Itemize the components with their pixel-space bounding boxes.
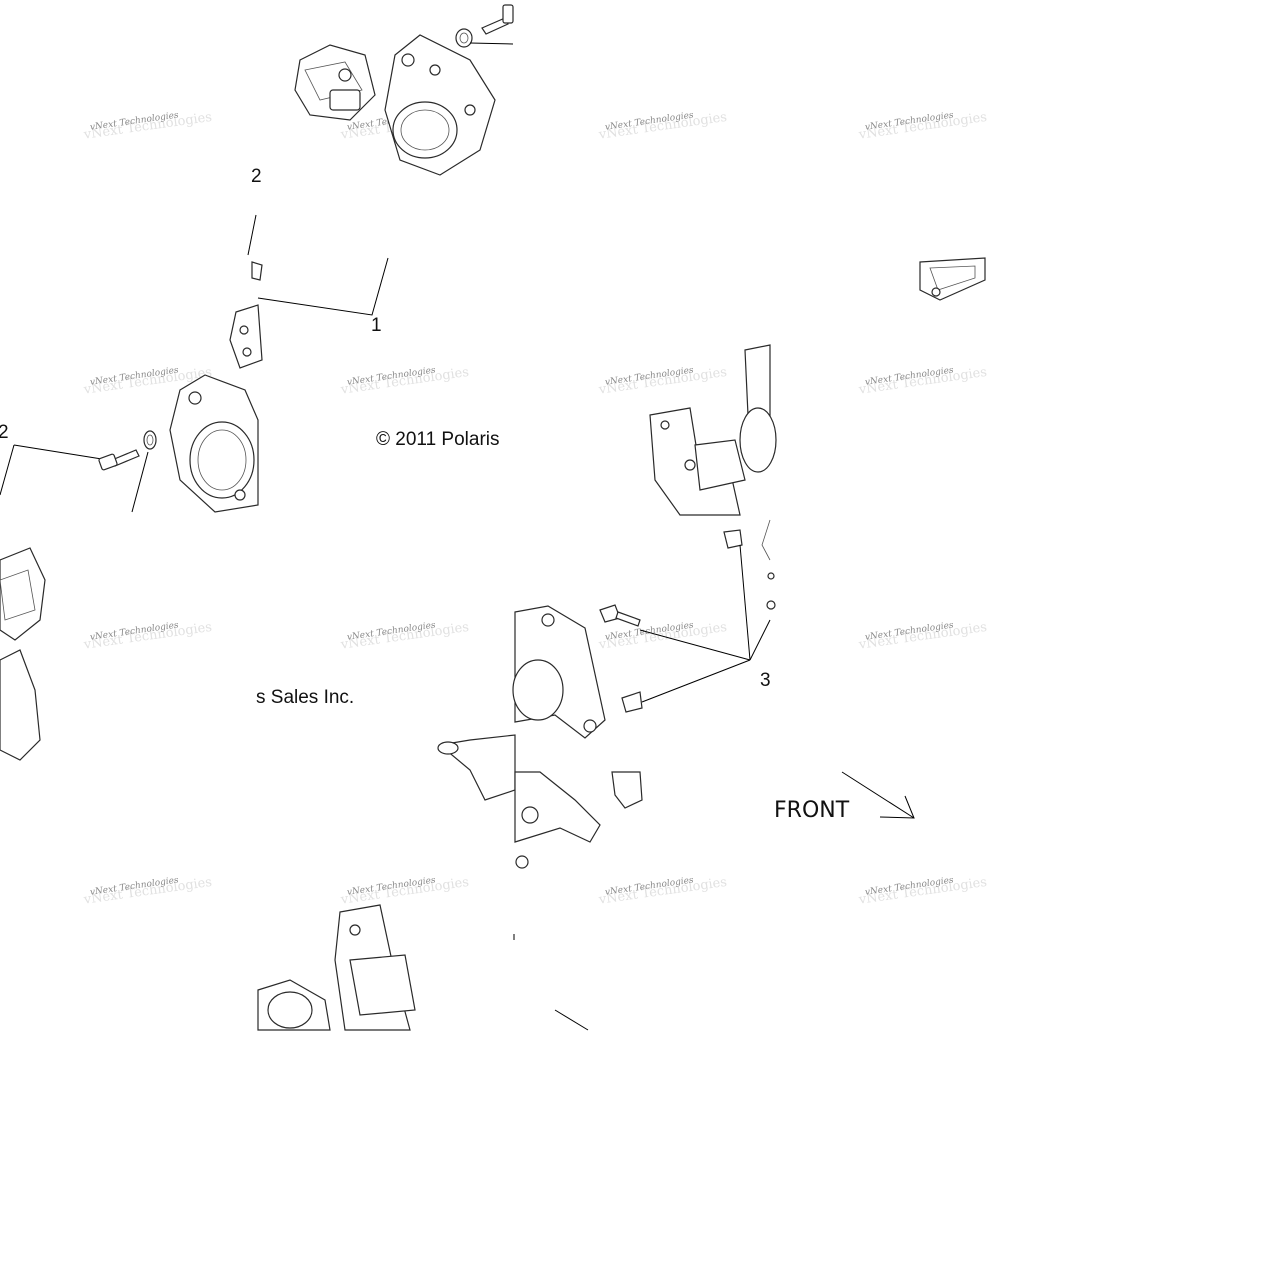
bolt-left bbox=[98, 430, 157, 471]
brake-caliper-top bbox=[294, 44, 376, 121]
knuckle-lower bbox=[514, 771, 643, 869]
callout-2-top: 2 bbox=[251, 166, 262, 187]
copyright-part1: © 2011 Polaris bbox=[376, 429, 500, 450]
knuckle-top bbox=[384, 34, 496, 176]
knuckle-right bbox=[512, 605, 606, 739]
callout-1: 1 bbox=[371, 315, 382, 336]
caliper-mount-right bbox=[649, 344, 777, 516]
rotor-edge bbox=[761, 519, 776, 610]
callout-3: 3 bbox=[760, 670, 771, 691]
front-direction-label: FRONT bbox=[774, 798, 850, 823]
bolt-group-3 bbox=[599, 529, 743, 713]
caliper-left-edge bbox=[0, 547, 46, 761]
caliper-bottom bbox=[257, 904, 416, 1031]
front-arrow-icon bbox=[841, 771, 915, 819]
copyright-part2: s Sales Inc. bbox=[256, 687, 354, 708]
brake-caliper-fragment bbox=[229, 304, 263, 369]
bolt-top bbox=[455, 4, 514, 48]
tie-rod-end bbox=[437, 734, 516, 801]
knuckle-middle bbox=[169, 374, 259, 513]
callout-2-left: 2 bbox=[0, 422, 9, 443]
caliper-top-right bbox=[919, 257, 986, 301]
